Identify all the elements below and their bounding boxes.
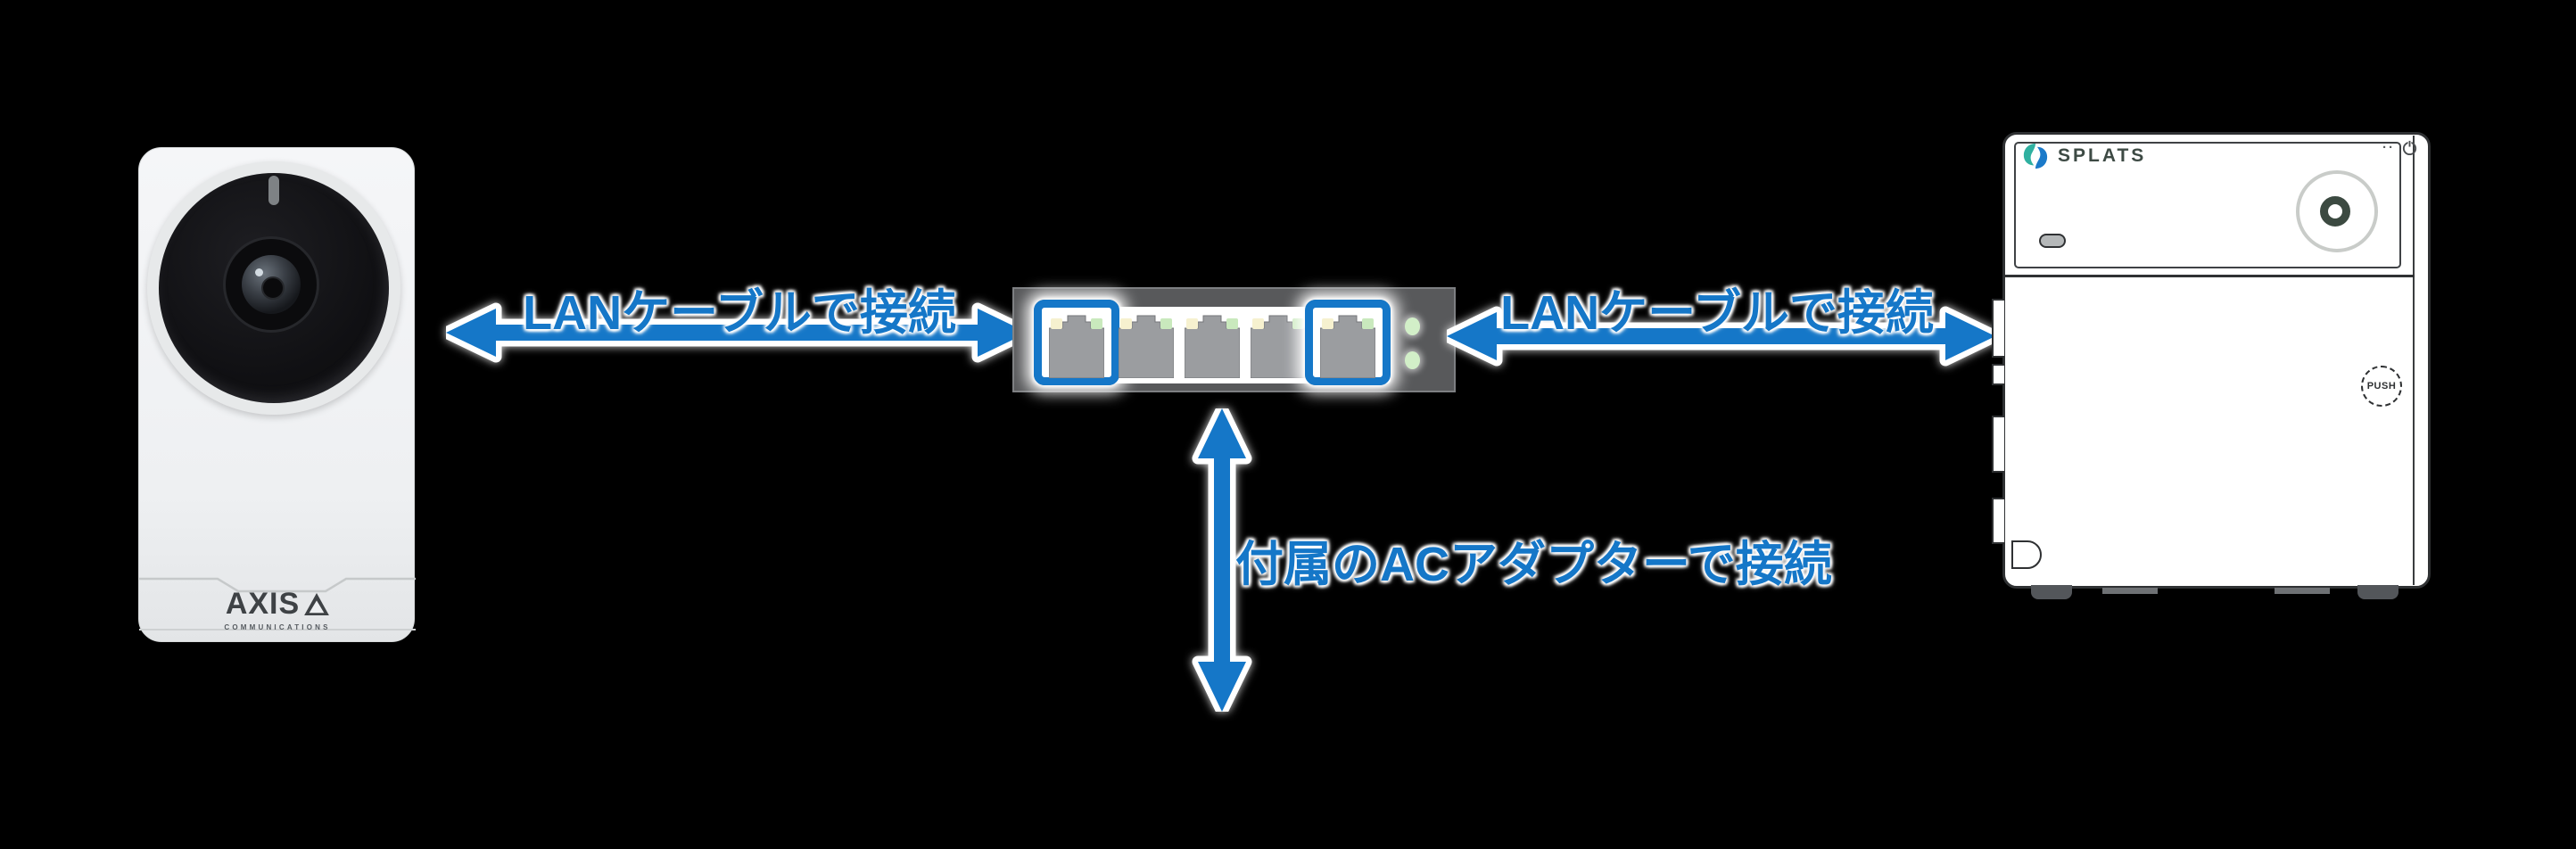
rj45-port-4	[1250, 314, 1307, 379]
recorder-side-port-tab-1	[1992, 299, 2004, 358]
hub-status-led-2	[1405, 351, 1420, 369]
camera-led-slot	[268, 176, 279, 205]
hub-status-led-1	[1405, 317, 1420, 335]
rj45-port-2	[1118, 314, 1175, 379]
lan-cable-label-right: LANケーブルで接続	[1500, 286, 1934, 340]
splats-s-icon	[2023, 143, 2048, 169]
splats-logo: SPLATS	[2022, 143, 2146, 169]
recorder-speaker-ring	[2320, 196, 2350, 227]
axis-brand-text: AXIS	[225, 587, 301, 621]
splats-brand-text: SPLATS	[2058, 145, 2147, 166]
ac-adapter-arrow	[1192, 408, 1252, 712]
lan-arrow-right	[1447, 306, 1995, 367]
rj45-port-3	[1184, 314, 1241, 379]
axis-camera: AXIS COMMUNICATIONS	[138, 147, 416, 642]
camera-lens-pupil	[261, 276, 285, 300]
camera-lens-highlight	[255, 268, 263, 276]
push-button[interactable]: PUSH	[2361, 366, 2402, 407]
recorder-side-seam	[2413, 136, 2415, 585]
recorder-led-slot	[2039, 234, 2066, 248]
rj45-port-1	[1048, 314, 1105, 379]
axis-triangle-icon	[304, 593, 330, 615]
lan-cable-label-left: LANケーブルで接続	[523, 286, 956, 340]
recorder-latch-detail	[2011, 540, 2042, 569]
recorder-speaker-circle	[2296, 170, 2378, 252]
highlighted-port-frame-5	[1305, 300, 1391, 385]
recorder-side-port-tab-2	[1992, 364, 2004, 385]
push-button-label: PUSH	[2366, 381, 2397, 392]
rj45-port-5	[1319, 314, 1376, 379]
recorder-foot-4	[2357, 585, 2398, 599]
axis-logo: AXIS COMMUNICATIONS	[139, 587, 416, 631]
highlighted-port-frame-1	[1034, 300, 1119, 385]
recorder-section-divider	[2005, 275, 2415, 277]
lan-arrow-left	[446, 302, 1028, 363]
power-icon	[2402, 139, 2417, 156]
recorder-foot-3	[2275, 588, 2330, 594]
recorder-foot-1	[2031, 585, 2072, 599]
splats-recorder: SPLATS ·· PUSH	[1992, 132, 2431, 599]
recorder-power-cluster: ··	[2382, 139, 2418, 156]
recorder-side-port-tab-3	[1992, 416, 2004, 473]
axis-communications-text: COMMUNICATIONS	[224, 623, 331, 631]
status-dots: ··	[2382, 140, 2395, 155]
ethernet-hub	[1012, 287, 1456, 392]
camera-chin-seams	[139, 577, 416, 631]
recorder-side-port-tab-4	[1992, 498, 2004, 544]
recorder-foot-2	[2102, 588, 2158, 594]
ac-adapter-label: 付属のACアダプターで接続	[1235, 538, 1832, 591]
camera-lens-barrel	[223, 236, 319, 333]
